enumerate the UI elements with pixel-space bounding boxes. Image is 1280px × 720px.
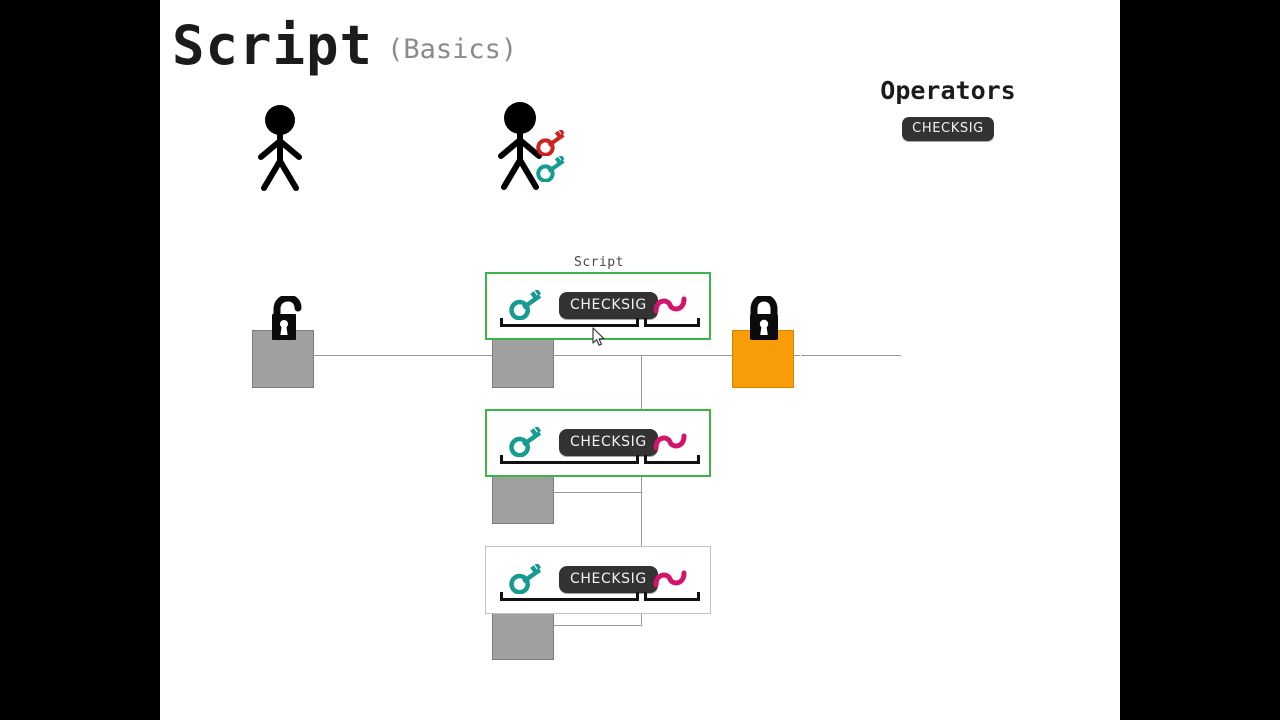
page-title: Script (Basics) — [172, 14, 517, 77]
script-row-2-checksig-chip[interactable]: CHECKSIG — [559, 429, 658, 456]
script-row-1-opcode-slot[interactable]: CHECKSIG — [559, 292, 658, 319]
key-icon — [509, 427, 542, 457]
key-icon — [536, 156, 565, 182]
actor-right-key-public — [536, 156, 568, 182]
operator-checksig-chip[interactable]: CHECKSIG — [902, 117, 994, 141]
signature-squiggle-icon — [653, 296, 687, 314]
script-row-3-signature-slot[interactable] — [651, 564, 689, 594]
script-row-2[interactable]: CHECKSIG — [485, 409, 711, 477]
script-row-3-bracket-scriptsig — [500, 592, 639, 601]
script-row-2-key-slot[interactable] — [509, 427, 545, 457]
wire-stub-row3 — [553, 625, 642, 626]
script-row-3[interactable]: CHECKSIG — [485, 546, 711, 614]
slide-stage: Script (Basics) — [160, 0, 1120, 720]
key-icon — [509, 564, 542, 594]
script-row-1-checksig-chip[interactable]: CHECKSIG — [559, 292, 658, 319]
script-row-2-opcode-slot[interactable]: CHECKSIG — [559, 429, 658, 456]
script-row-2-bracket-scriptsig — [500, 455, 639, 464]
padlock-open-icon — [272, 296, 302, 340]
title-subtitle-text: (Basics) — [387, 34, 518, 65]
signature-squiggle-icon — [653, 570, 687, 588]
script-caption-label: Script — [574, 255, 624, 270]
stick-figure-icon — [498, 102, 542, 190]
actor-right — [495, 102, 545, 190]
script-row-1-key-slot[interactable] — [509, 290, 545, 320]
key-icon — [536, 130, 565, 156]
script-row-3-key-slot[interactable] — [509, 564, 545, 594]
actor-left — [256, 105, 304, 191]
wire-vertical-trunk — [641, 355, 642, 625]
stick-figure-icon — [258, 105, 302, 191]
padlock-closed-wrapper — [746, 296, 782, 342]
key-icon — [509, 290, 542, 320]
script-row-1-bracket-scriptpubkey — [644, 318, 700, 327]
wire-main-horizontal-right — [801, 355, 901, 356]
script-row-1[interactable]: CHECKSIG — [485, 272, 711, 340]
signature-squiggle-icon — [653, 433, 687, 451]
padlock-closed-icon — [750, 296, 778, 340]
operators-list: CHECKSIG — [833, 117, 1063, 141]
script-row-3-checksig-chip[interactable]: CHECKSIG — [559, 566, 658, 593]
operators-heading: Operators — [880, 76, 1016, 105]
actor-right-key-private — [536, 130, 568, 156]
title-main-text: Script — [172, 14, 374, 77]
script-row-1-signature-slot[interactable] — [651, 290, 689, 320]
script-row-3-opcode-slot[interactable]: CHECKSIG — [559, 566, 658, 593]
script-diagram: Script — [160, 0, 1120, 720]
script-row-2-signature-slot[interactable] — [651, 427, 689, 457]
script-row-3-bracket-scriptpubkey — [644, 592, 700, 601]
operators-panel: Operators CHECKSIG — [833, 76, 1063, 141]
script-row-1-bracket-scriptsig — [500, 318, 639, 327]
wire-stub-row2 — [553, 492, 642, 493]
script-row-2-bracket-scriptpubkey — [644, 455, 700, 464]
padlock-open-wrapper — [268, 296, 304, 342]
